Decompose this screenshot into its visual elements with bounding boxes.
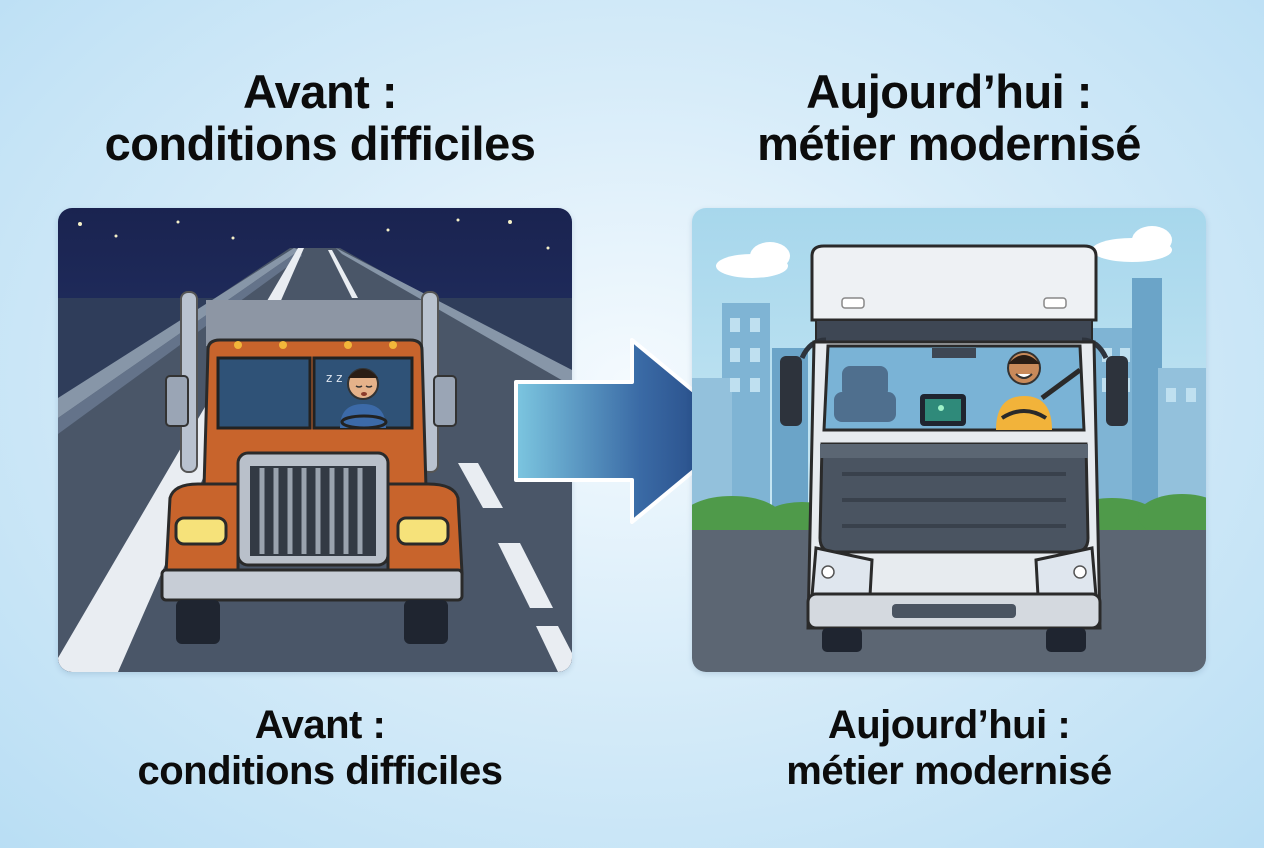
smiling-driver <box>996 351 1082 430</box>
clouds <box>716 226 1172 278</box>
sleep-z-text: z z <box>326 371 342 385</box>
stars <box>78 218 550 250</box>
night-road-scene: z z <box>58 208 572 672</box>
after-title-line1: Aujourd’hui : <box>806 65 1092 118</box>
after-caption: Aujourd’hui : métier modernisé <box>664 702 1234 794</box>
before-caption-line2: conditions difficiles <box>137 749 503 793</box>
after-illustration <box>692 208 1206 672</box>
old-truck: z z <box>160 291 464 644</box>
before-title: Avant : conditions difficiles <box>40 66 600 169</box>
after-caption-line1: Aujourd’hui : <box>827 703 1071 747</box>
before-illustration: z z <box>58 208 572 672</box>
after-title-line2: métier modernisé <box>757 116 1141 170</box>
before-caption: Avant : conditions difficiles <box>40 702 600 794</box>
after-title: Aujourd’hui : métier modernisé <box>664 66 1234 169</box>
tired-driver <box>340 368 388 430</box>
after-caption-line2: métier modernisé <box>786 749 1112 793</box>
before-title-line2: conditions difficiles <box>104 116 536 170</box>
before-caption-line1: Avant : <box>254 703 386 747</box>
modern-truck <box>780 244 1128 652</box>
before-title-line1: Avant : <box>242 65 398 118</box>
city-road-scene <box>692 208 1206 672</box>
transition-arrow-icon <box>514 338 744 524</box>
